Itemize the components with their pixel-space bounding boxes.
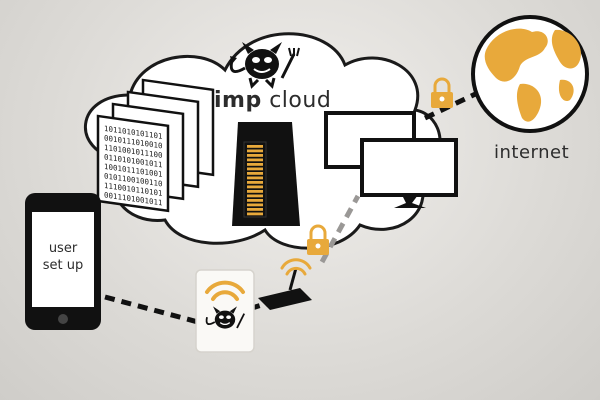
server-slot [247,154,263,157]
imp-card-device [195,269,255,353]
server-slot [247,203,263,207]
globe-icon [471,15,589,133]
server-icon [232,122,300,226]
server-slot [247,208,263,211]
phone-screen-text: user set up [30,240,96,274]
server-slot [247,194,263,198]
server-slot [247,212,263,216]
phone-icon [25,193,101,330]
server-slot [247,145,263,148]
phone-text-line-1: user [48,241,78,256]
server-slot [247,185,263,189]
server-slot [247,190,263,193]
server-slot [247,167,263,171]
server-slot [247,158,263,162]
router-icon [258,258,312,310]
server-slot [247,163,263,166]
lock-icon [431,77,453,108]
wifi-icon [205,280,245,301]
router-to-cloud-connection [319,194,361,264]
cloud-title: imp cloud [214,88,331,113]
server-slot [247,199,263,202]
lock-icon [307,224,329,255]
binary-data-pages: 1011010101101001011101001011010010111000… [96,78,215,213]
server-slot [247,172,263,175]
wifi-icon [280,258,312,276]
phone-text-line-2: set up [42,258,84,273]
server-slot [247,176,263,180]
server-slot [247,181,263,184]
server-slot [247,149,263,153]
cloud-title-rest: cloud [261,88,332,113]
imp-devil-icon [205,306,246,329]
imp-devil-icon [229,42,300,89]
monitor-icon [324,111,458,208]
phone-to-imp-connection [104,294,199,325]
imp-to-router-connection [251,297,279,311]
cloud-title-bold: imp [214,88,262,113]
internet-label: internet [494,142,570,163]
